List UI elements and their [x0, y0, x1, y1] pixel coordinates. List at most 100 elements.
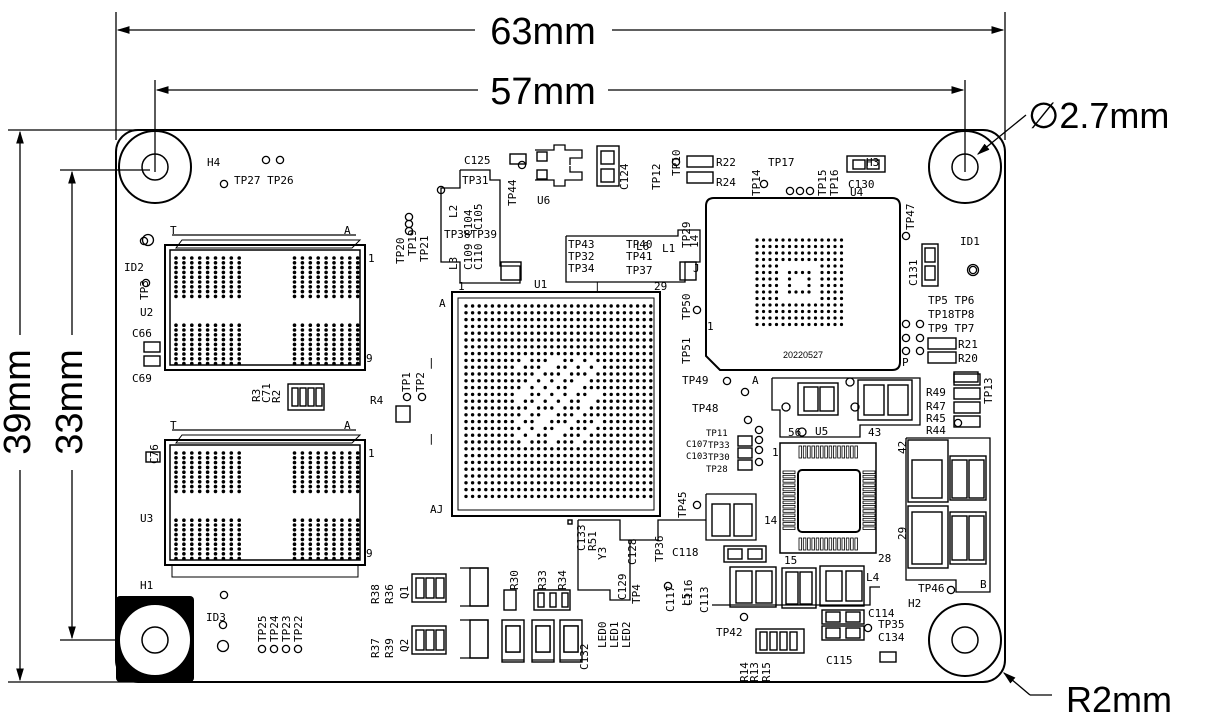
silk-label: 1 — [707, 320, 714, 333]
dim-radius-text: R2mm — [1066, 679, 1172, 720]
silk-label: L2 — [447, 205, 460, 218]
silk-label: TP16 — [828, 170, 841, 197]
silk-label: H1 — [140, 579, 153, 592]
silk-label: TP25 — [256, 616, 269, 643]
silk-label: C125 — [464, 154, 491, 167]
silk-label: TP14 — [750, 169, 763, 196]
silk-label: TP43 — [568, 238, 595, 251]
silk-label: R15 — [760, 662, 773, 682]
silk-label: LED1 — [608, 622, 621, 649]
silk-label: R13 — [748, 662, 761, 682]
silk-label: J — [693, 262, 700, 275]
silk-label: TP2 — [414, 372, 427, 392]
silk-label: 28 — [878, 552, 891, 565]
silk-label: C110 — [472, 244, 485, 271]
silk-label: TP23 — [280, 616, 293, 643]
silk-label: TP40 — [626, 238, 653, 251]
silk-label: TP30 — [708, 453, 730, 463]
silk-label: TP48 — [692, 402, 719, 415]
silk-label: C128 — [626, 539, 639, 566]
silk-label: L6 — [636, 240, 649, 253]
silk-label: | — [594, 280, 601, 293]
silk-label: C109 — [462, 244, 475, 271]
silk-label: U2 — [140, 306, 153, 319]
silk-label: TP27 TP26 — [234, 174, 294, 187]
silk-label: R21 — [958, 338, 978, 351]
silk-label: R24 — [716, 176, 736, 189]
silk-label: 56 — [788, 426, 801, 439]
silk-label: L4 — [866, 571, 880, 584]
silk-label: U1 — [534, 278, 547, 291]
silk-label: C115 — [826, 654, 853, 667]
silk-label: 1 — [368, 252, 375, 265]
silk-label: C104 — [462, 209, 475, 236]
silk-label: 42 — [896, 441, 909, 454]
silk-label: R39 — [383, 638, 396, 658]
silk-label: R34 — [556, 570, 569, 590]
silk-label: C71 — [260, 383, 273, 403]
silk-label: R33 — [536, 570, 549, 590]
silk-label: TP13 — [982, 378, 995, 405]
dim-39mm-text: 39mm — [0, 349, 39, 455]
emmc-u4: 20220527 — [705, 197, 901, 371]
component-footprints — [139, 144, 991, 663]
silk-label: 14 — [688, 234, 701, 248]
silk-label: 15 — [784, 554, 797, 567]
silk-label: U3 — [140, 512, 153, 525]
silk-label: R20 — [958, 352, 978, 365]
silk-label: TP1 — [400, 372, 413, 392]
silk-label: ID1 — [960, 235, 980, 248]
ram-u3 — [164, 429, 366, 578]
silk-label: TP28 — [706, 465, 728, 475]
silk-label: Y3 — [596, 547, 609, 560]
silk-label: TP45 — [676, 492, 689, 519]
silk-label: TP18TP8 — [928, 308, 974, 321]
silk-label: H4 — [207, 156, 221, 169]
silk-label: C124 — [618, 163, 631, 190]
silk-label: 29 — [654, 280, 667, 293]
silk-label: TP10 — [670, 150, 683, 177]
silk-label: AJ — [430, 503, 443, 516]
silk-label: A — [344, 224, 351, 237]
silk-label: TP38TP39 — [444, 228, 497, 241]
silk-label: TP50 — [680, 294, 693, 321]
silk-label: R3 — [250, 389, 263, 402]
board-outline — [115, 129, 1006, 683]
silk-label: L3 — [447, 257, 460, 270]
silk-label: L5 — [680, 593, 693, 606]
silk-label: TP29 — [680, 222, 693, 249]
silk-label: TP51 — [680, 338, 693, 365]
dim-hole-text: ∅2.7mm — [1028, 95, 1169, 136]
silk-label: 29 — [896, 527, 909, 540]
silk-label: 9 — [366, 547, 373, 560]
dim-63mm-text: 63mm — [490, 11, 596, 53]
silk-label: ID2 — [124, 261, 144, 274]
silk-label: C66 — [132, 327, 152, 340]
silk-label: TP12 — [650, 164, 663, 191]
silk-label: T — [170, 419, 177, 432]
silk-label: R38 — [369, 584, 382, 604]
silk-label: C129 — [616, 574, 629, 601]
silk-label: TP20 — [394, 238, 407, 265]
silk-label: 9 — [366, 352, 373, 365]
dimension-radius: R2mm — [1003, 672, 1172, 720]
silk-label: A — [344, 419, 351, 432]
mount-holes — [116, 130, 1002, 682]
silk-label: C103 — [686, 452, 708, 462]
phy-u5 — [779, 442, 877, 554]
silk-label: TP33 — [708, 441, 730, 451]
silk-label: TP17 — [768, 156, 795, 169]
silk-label: C116 — [682, 580, 695, 607]
silk-label: U6 — [537, 194, 550, 207]
silk-label: R30 — [508, 570, 521, 590]
silk-label: TP24 — [268, 615, 281, 642]
silk-label: TP47 — [904, 204, 917, 231]
dimension-hole: ∅2.7mm — [976, 95, 1169, 155]
silk-label: R47 — [926, 400, 946, 413]
silk-label: TP19 — [406, 230, 419, 257]
silk-label: C105 — [472, 204, 485, 231]
silk-label: TP21 — [418, 236, 431, 263]
silk-label: TP42 — [716, 626, 743, 639]
